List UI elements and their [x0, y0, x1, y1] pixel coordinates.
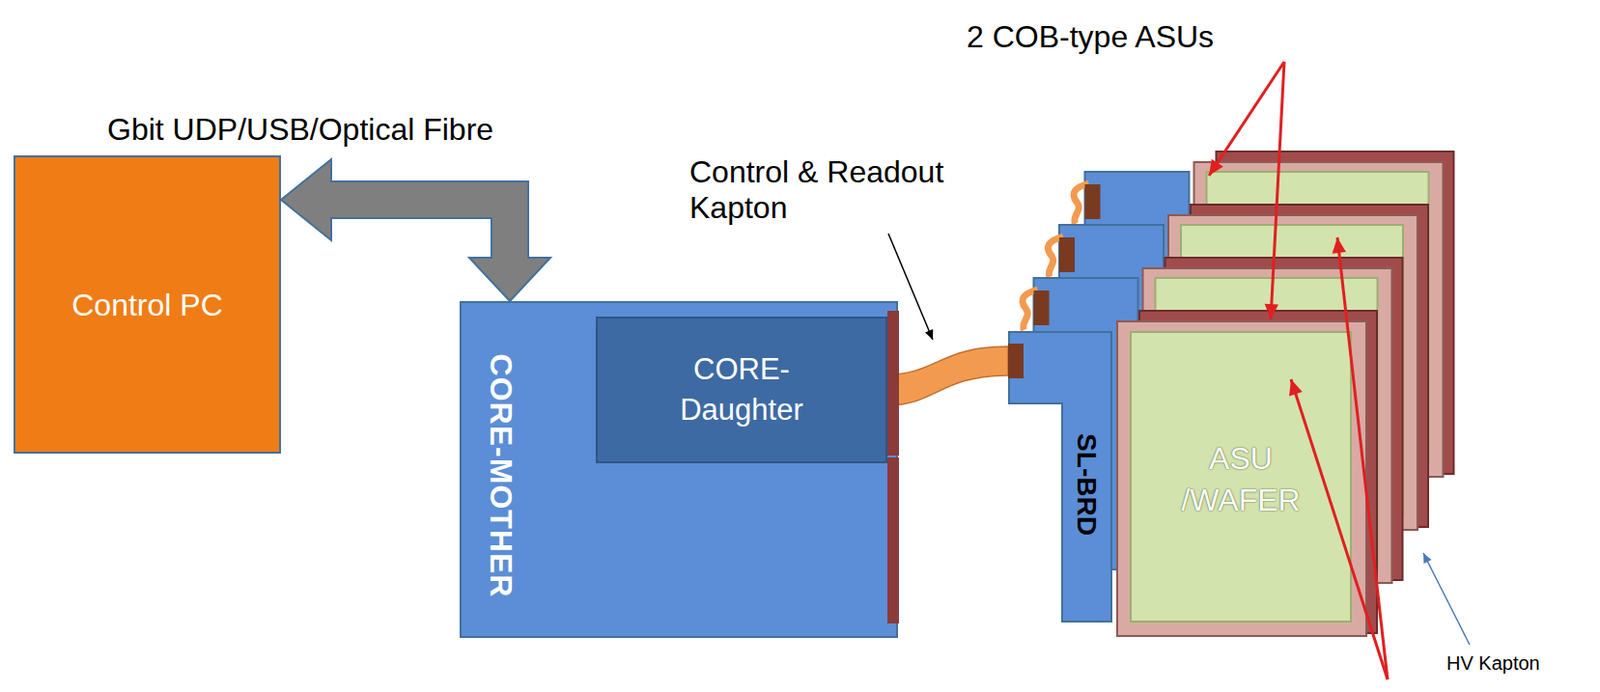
kapton-cable: [887, 346, 1009, 406]
box-label: ASU /WAFER: [1173, 438, 1309, 522]
annotation: Gbit UDP/USB/Optical Fibre: [107, 112, 494, 148]
connector: [1085, 184, 1101, 220]
connector: [1059, 237, 1075, 273]
annotation: 2 COB-type ASUs: [966, 19, 1214, 56]
asu-wafer: ASU /WAFER: [1129, 331, 1352, 623]
link-arrow: [280, 159, 551, 302]
rotated-label: SL-BRD: [1070, 433, 1102, 536]
pointer-arrow-head: [1332, 237, 1347, 254]
pointer-arrow: [1270, 61, 1285, 320]
pointer-arrow: [1337, 237, 1388, 680]
box-label: Control PC: [71, 286, 224, 323]
motherboard: CORE-Daughter CORE-MOTHER: [459, 301, 899, 639]
connector: [1008, 343, 1024, 379]
leader-arrow-head: [925, 329, 933, 340]
pc-box: Control PC: [13, 155, 281, 454]
sl-board: SL-BRD: [1008, 331, 1113, 623]
pointer-arrow: [1208, 61, 1285, 176]
annotation: HV Kapton: [1446, 652, 1541, 675]
annotation: Control & Readout Kapton: [689, 154, 1009, 226]
pointer-arrow-head: [1289, 379, 1303, 396]
pointer-arrow-head: [1264, 304, 1279, 320]
wafer-frame: [1117, 321, 1367, 637]
leader-arrow-head: [1423, 553, 1432, 564]
sl-board-outline: [1009, 332, 1112, 622]
connector: [1034, 290, 1050, 326]
daughter-board: CORE-Daughter: [595, 316, 888, 464]
leader-arrow: [1423, 553, 1470, 646]
connector-strip: [887, 310, 899, 456]
box-label: CORE-Daughter: [669, 349, 815, 431]
rotated-label: CORE-MOTHER: [482, 354, 519, 599]
leader-arrow: [888, 233, 933, 340]
pointer-arrow: [1291, 379, 1388, 680]
connector-strip: [887, 457, 899, 624]
pointer-arrow-head: [1208, 159, 1224, 176]
